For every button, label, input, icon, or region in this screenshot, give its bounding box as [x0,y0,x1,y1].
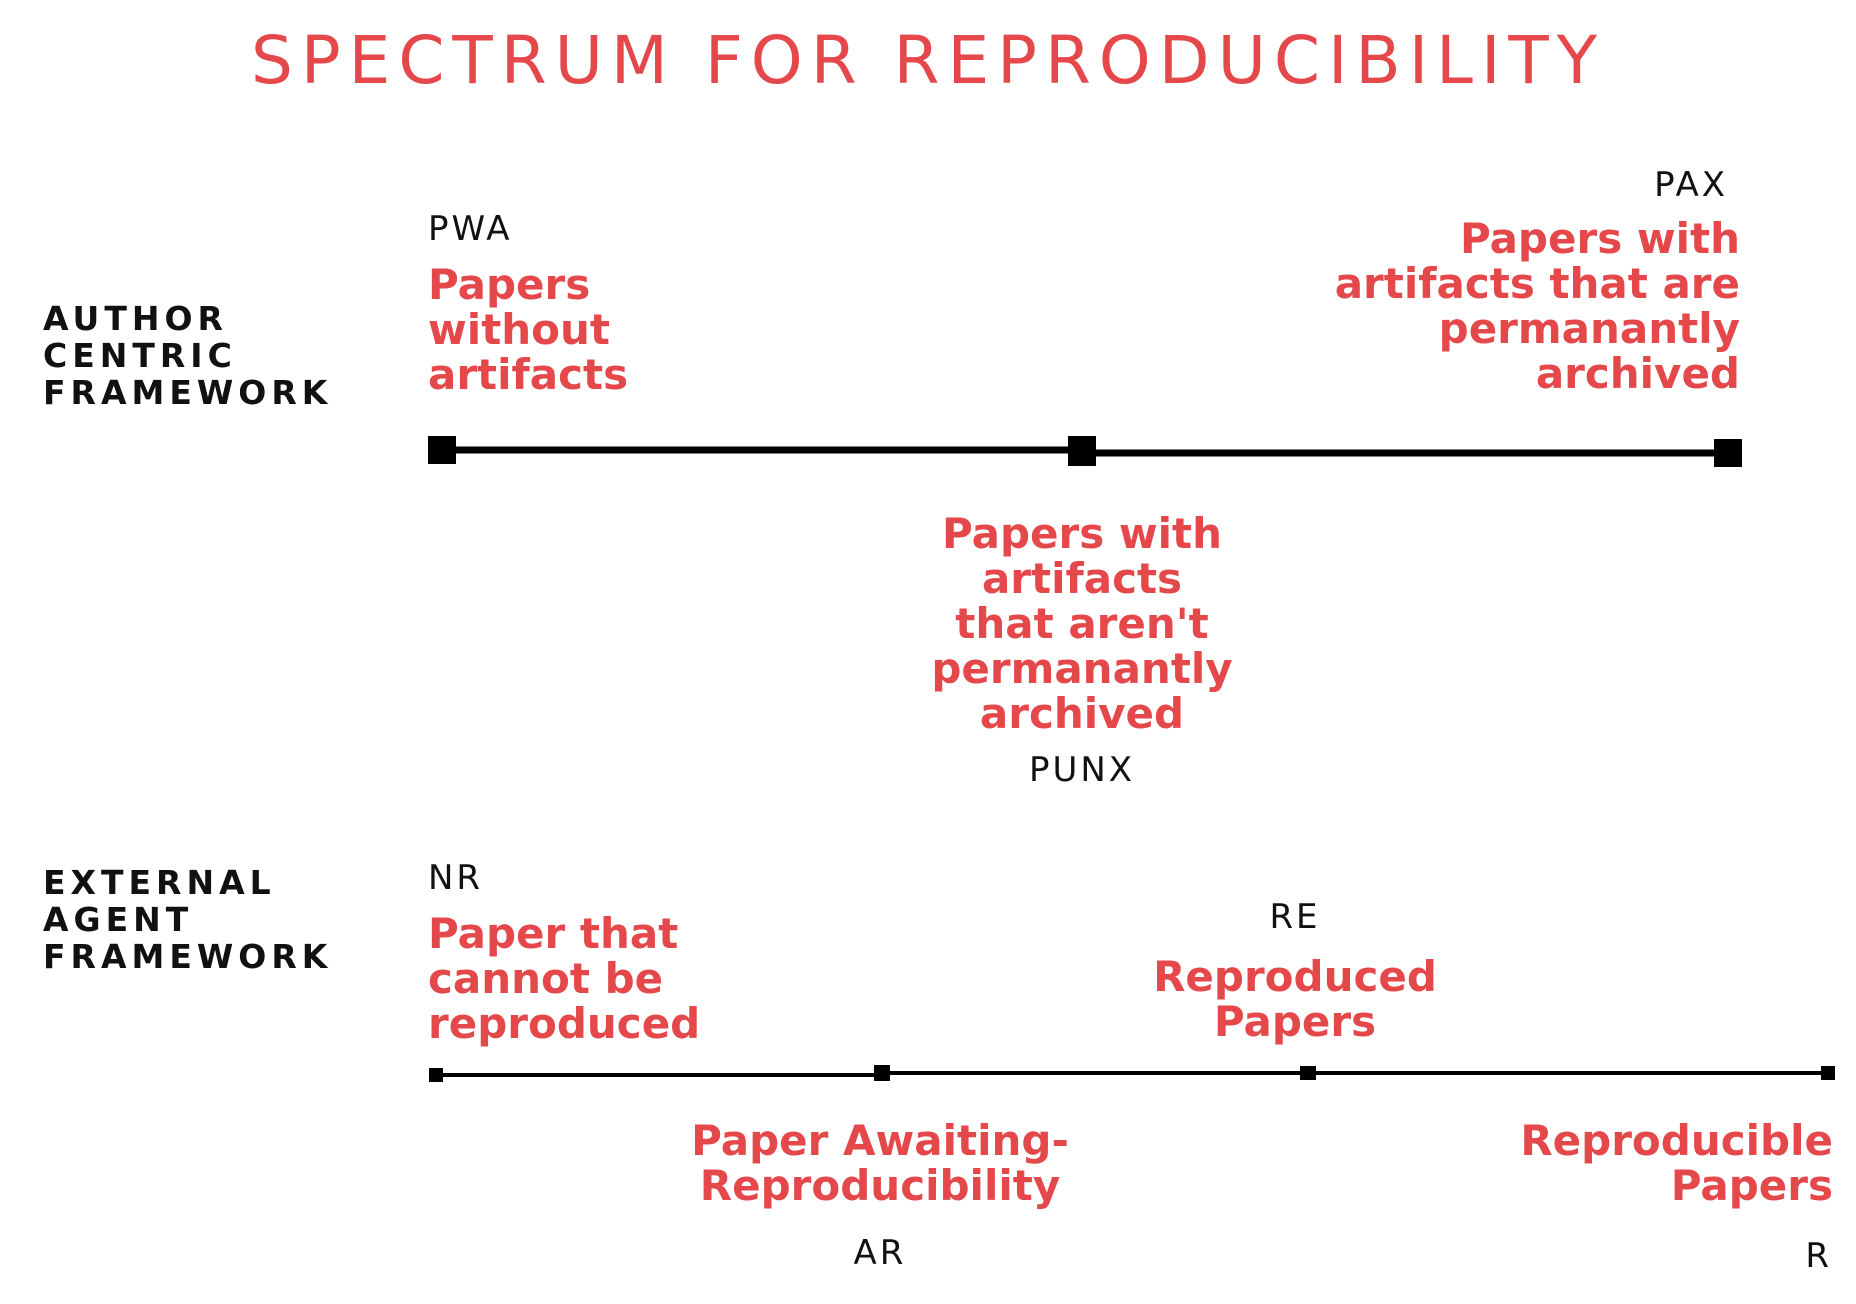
punx-label: Papers with artifacts that aren't perman… [931,509,1233,738]
re-label: Reproduced Papers [1153,952,1437,1046]
r-code: R [1805,1236,1832,1276]
pax-code: PAX [1654,165,1728,205]
re-code: RE [1269,897,1321,937]
external-spectrum [429,1065,1835,1082]
external-agent-framework-label: EXTERNAL AGENT FRAMEWORK [43,863,333,976]
page-title: SPECTRUM FOR REPRODUCIBILITY [250,22,1606,99]
pax-label: Papers with artifacts that are permanant… [1334,214,1740,398]
author-centric-framework-label: AUTHOR CENTRIC FRAMEWORK [43,299,333,412]
nr-marker [429,1068,443,1082]
nr-label: Paper that cannot be reproduced [428,909,701,1048]
r-marker [1821,1066,1835,1080]
ar-label: Paper Awaiting- Reproducibility [691,1116,1069,1210]
punx-code: PUNX [1028,750,1136,790]
punx-marker [1068,436,1096,466]
ar-code: AR [853,1233,907,1273]
pwa-code: PWA [428,209,513,249]
pax-marker [1714,439,1742,467]
ar-marker [874,1065,890,1081]
pwa-label: Papers without artifacts [428,260,629,399]
nr-code: NR [428,858,484,898]
pwa-marker [428,436,456,464]
author-spectrum [428,436,1742,467]
re-marker [1300,1066,1316,1080]
r-label: Reproducible Papers [1520,1116,1833,1210]
